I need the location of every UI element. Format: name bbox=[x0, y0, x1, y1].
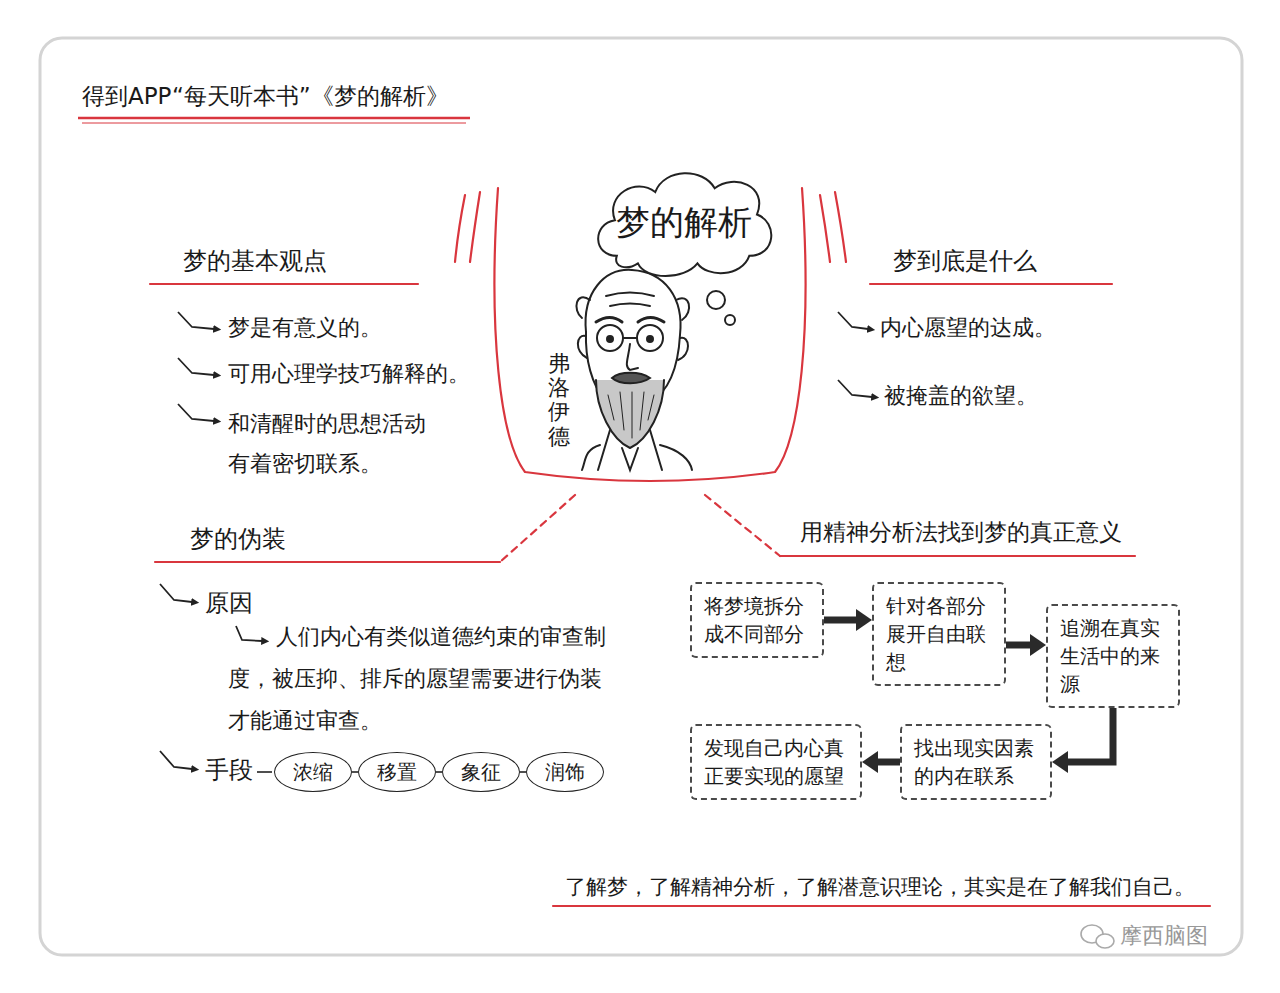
node-text: 找出现实因素的内在联系 bbox=[914, 734, 1038, 790]
bullet-text: 内心愿望的达成。 bbox=[880, 314, 1056, 343]
connector-line bbox=[824, 617, 857, 624]
page-frame bbox=[40, 38, 1242, 955]
step-box: 发现自己内心真正要实现的愿望 bbox=[690, 724, 862, 800]
arrowhead bbox=[1030, 634, 1046, 656]
bullet-hooks bbox=[160, 312, 872, 769]
branch-heading: 梦到底是什么 bbox=[893, 246, 1037, 277]
wechat-icon bbox=[1081, 925, 1114, 948]
title: 得到APP“每天听本书”《梦的解析》 bbox=[82, 82, 449, 112]
step-box: 找出现实因素的内在联系 bbox=[900, 724, 1052, 800]
branch-lines bbox=[150, 188, 1210, 906]
method-oval: 润饰 bbox=[526, 752, 604, 792]
method-oval: 移置 bbox=[358, 752, 436, 792]
sub-heading: 手段 bbox=[205, 755, 253, 786]
freud-portrait bbox=[576, 270, 735, 470]
node-text: 针对各部分展开自由联想 bbox=[886, 592, 992, 676]
step-box: 追溯在真实生活中的来源 bbox=[1046, 604, 1180, 708]
portrait-name: 弗洛伊德 bbox=[548, 352, 570, 449]
node-text: 梦的解析 bbox=[616, 200, 752, 246]
node-text: 象征 bbox=[461, 759, 501, 786]
connector bbox=[1052, 708, 1113, 773]
body-text: 人们内心有类似道德约束的审查制度，被压抑、排斥的愿望需要进行伪装才能通过审查。 bbox=[228, 616, 606, 742]
node-text: 发现自己内心真正要实现的愿望 bbox=[704, 734, 848, 790]
connector bbox=[824, 609, 872, 631]
node-text: 移置 bbox=[377, 759, 417, 786]
bullet-text: 和清醒时的思想活动有着密切联系。 bbox=[228, 404, 440, 484]
connector-line bbox=[1067, 708, 1113, 762]
connector bbox=[862, 751, 900, 773]
connector bbox=[1006, 634, 1046, 656]
cloud-shape bbox=[598, 173, 771, 276]
watermark: 摩西脑图 bbox=[1120, 922, 1208, 951]
arrowhead bbox=[856, 609, 872, 631]
step-box: 针对各部分展开自由联想 bbox=[872, 582, 1006, 686]
connector-line bbox=[877, 759, 900, 766]
sub-heading: 原因 bbox=[205, 588, 253, 619]
branch-heading: 用精神分析法找到梦的真正意义 bbox=[800, 518, 1122, 548]
method-oval: 象征 bbox=[442, 752, 520, 792]
arrowhead bbox=[1052, 751, 1068, 773]
node-text: 将梦境拆分成不同部分 bbox=[704, 592, 810, 648]
arrowhead bbox=[862, 751, 878, 773]
thought-cloud: 梦的解析 bbox=[588, 162, 780, 284]
bullet-text: 可用心理学技巧解释的。 bbox=[228, 360, 470, 389]
connector-line bbox=[1006, 642, 1031, 649]
dash-line bbox=[257, 771, 272, 773]
branch-heading: 梦的伪装 bbox=[190, 524, 286, 555]
branch-heading: 梦的基本观点 bbox=[183, 246, 327, 277]
node-text: 浓缩 bbox=[293, 759, 333, 786]
bullet-text: 梦是有意义的。 bbox=[228, 314, 382, 343]
caption: 了解梦，了解精神分析，了解潜意识理论，其实是在了解我们自己。 bbox=[565, 874, 1195, 901]
node-text: 润饰 bbox=[545, 759, 585, 786]
method-oval: 浓缩 bbox=[274, 752, 352, 792]
step-box: 将梦境拆分成不同部分 bbox=[690, 582, 824, 658]
title-underline bbox=[78, 118, 470, 123]
node-text: 追溯在真实生活中的来源 bbox=[1060, 614, 1166, 698]
bullet-text: 被掩盖的欲望。 bbox=[884, 382, 1038, 411]
